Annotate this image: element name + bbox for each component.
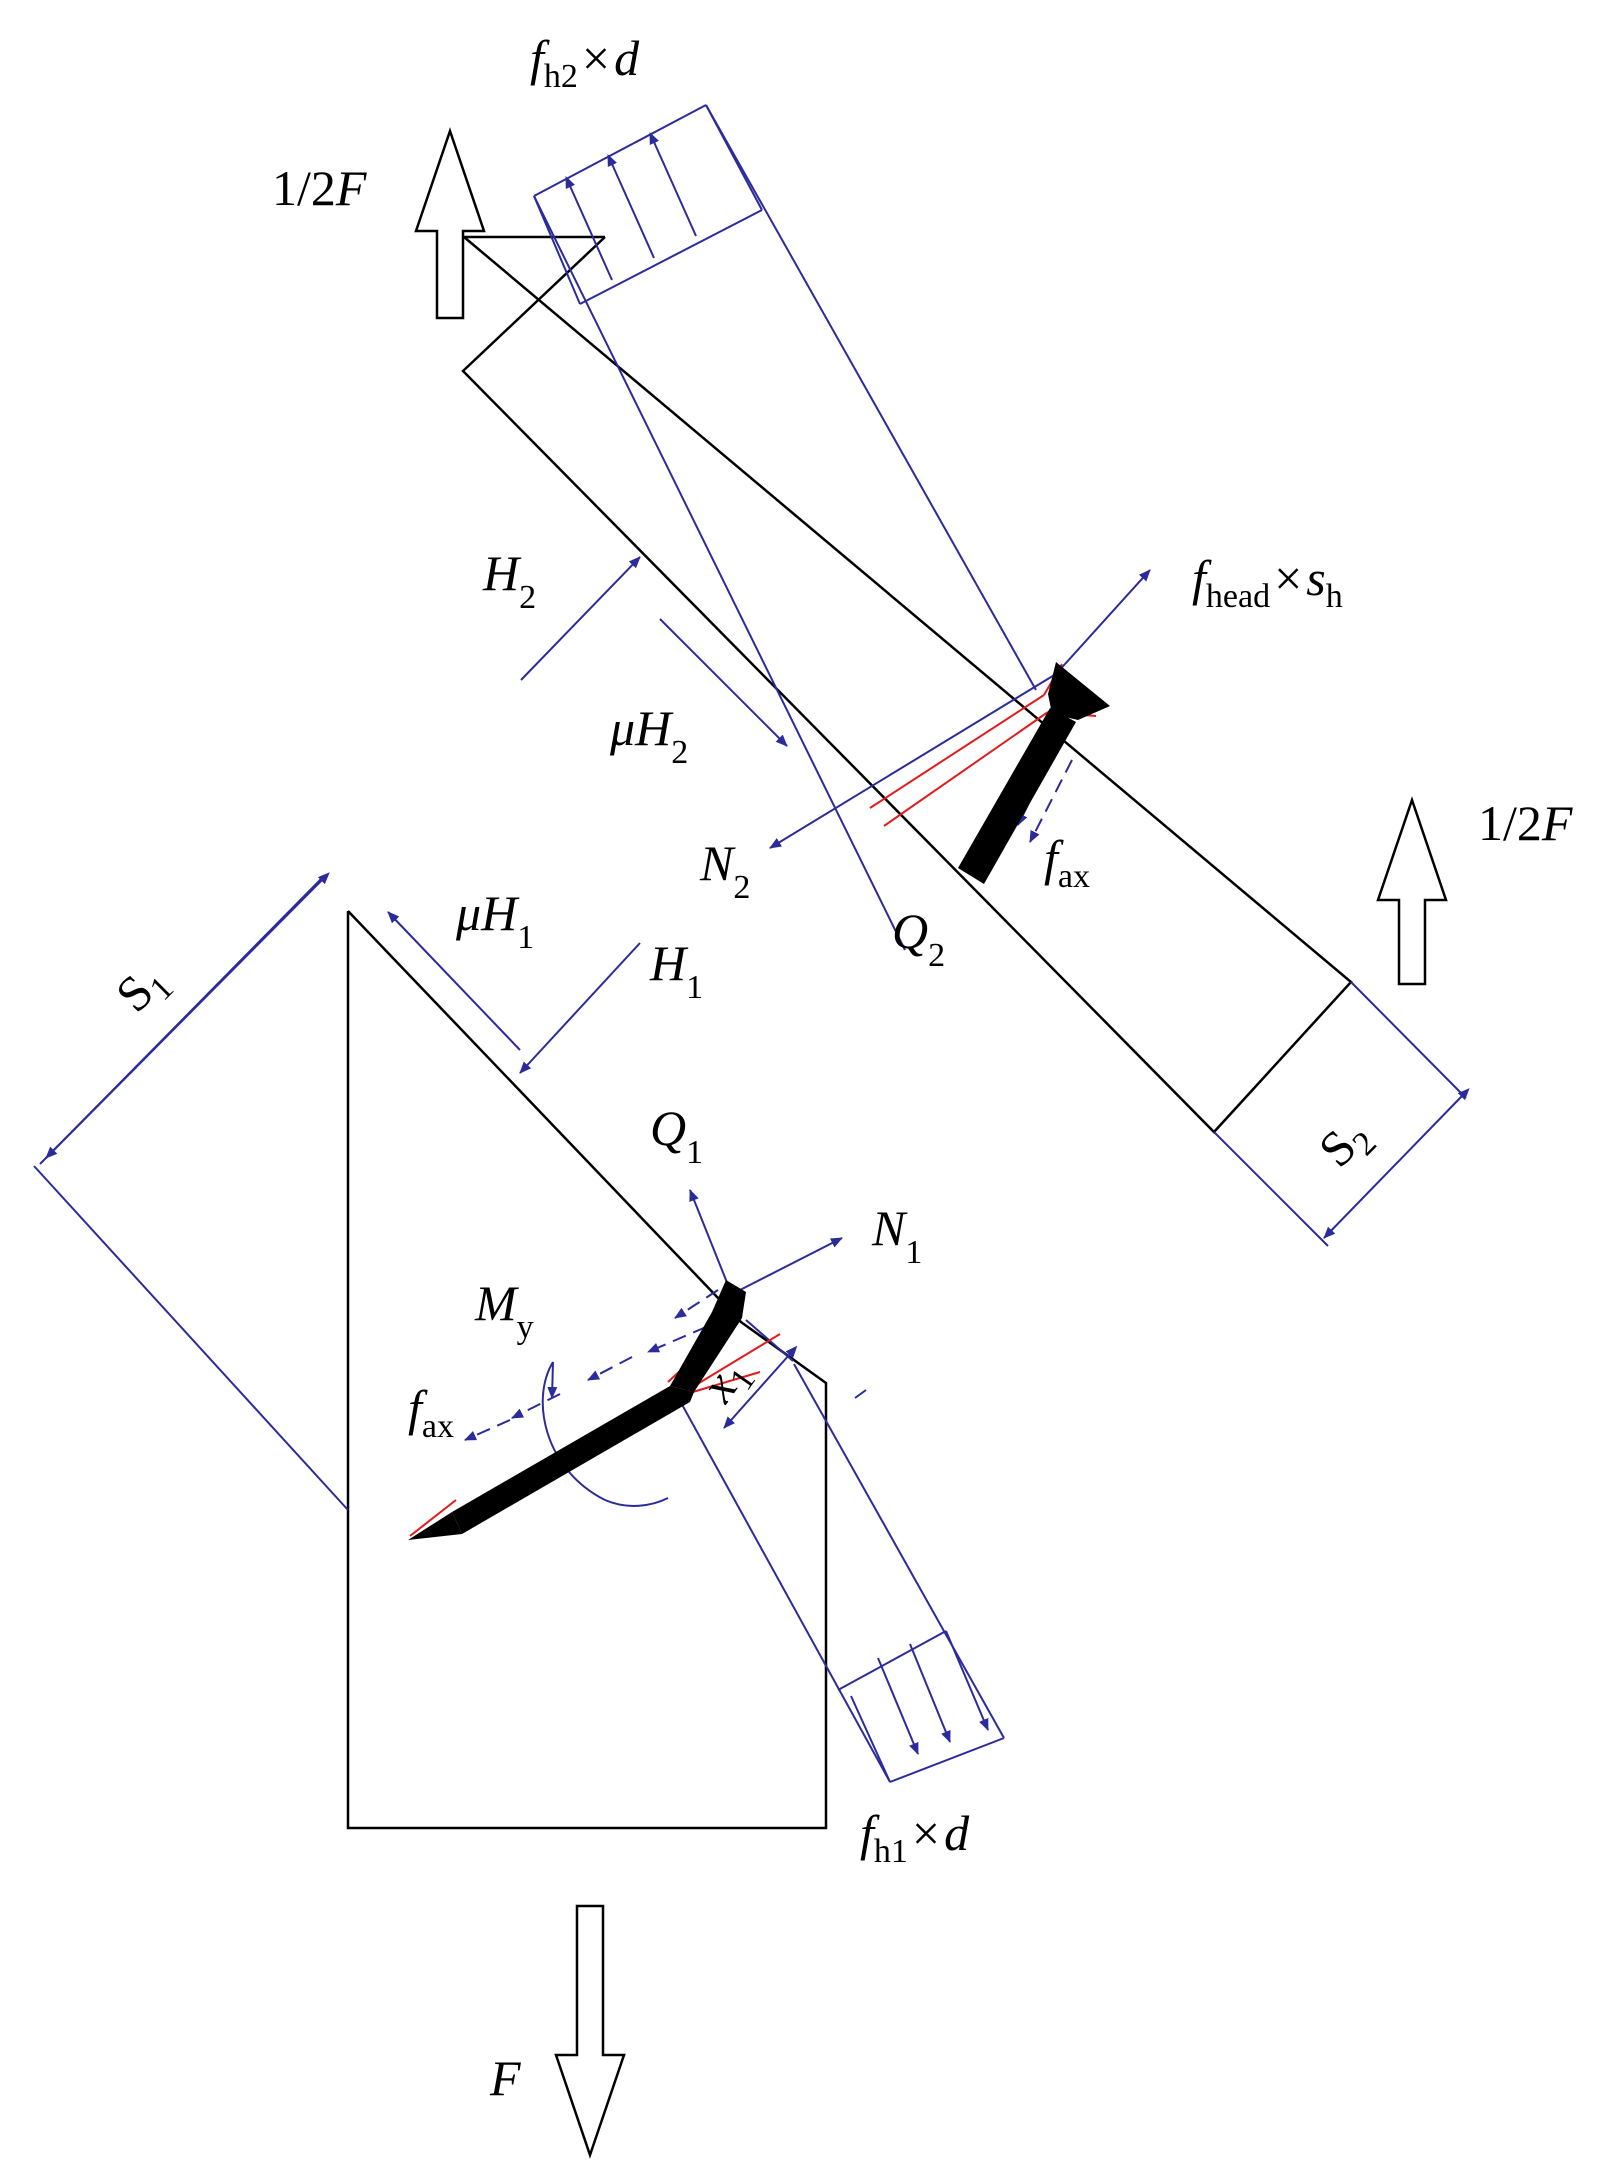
svg-text:μH1: μH1 — [455, 885, 534, 956]
svg-text:S1: S1 — [105, 951, 181, 1027]
hollow-up-arrow-icon — [1376, 796, 1448, 986]
svg-text:fax: fax — [408, 1380, 454, 1445]
label-fax-bottom: fax — [408, 1380, 454, 1445]
svg-text:fh1×d: fh1×d — [860, 1805, 970, 1870]
label-mu-h2: μH2 — [609, 700, 688, 771]
label-fhead-sh: fhead×sh — [1192, 550, 1343, 615]
label-half-f-top: 1/2F — [272, 160, 367, 216]
label-mu-h1: μH1 — [455, 885, 534, 956]
label-s1: S1 — [105, 951, 181, 1027]
lower-screw — [408, 1280, 746, 1540]
force-lines — [33, 104, 1470, 1783]
label-s2: S2 — [1308, 1106, 1384, 1182]
svg-text:fhead×sh: fhead×sh — [1192, 550, 1343, 615]
hollow-up-arrow-icon — [414, 127, 486, 320]
lower-vertical-member — [346, 910, 828, 1830]
upper-inclined-member — [461, 235, 1353, 1134]
svg-text:My: My — [474, 1275, 534, 1346]
hollow-down-arrow-icon — [554, 1904, 626, 2159]
svg-text:Q2: Q2 — [892, 903, 945, 974]
svg-text:fh2×d: fh2×d — [530, 30, 640, 95]
label-half-f-right: 1/2F — [1478, 795, 1573, 851]
label-q2: Q2 — [892, 903, 945, 974]
label-n1: N1 — [871, 1200, 922, 1271]
label-h2: H2 — [482, 545, 536, 616]
svg-text:1/2F: 1/2F — [1478, 795, 1573, 851]
svg-text:fax: fax — [1044, 830, 1090, 895]
label-h1: H1 — [649, 935, 703, 1006]
hidden-screw-edges — [409, 663, 1097, 1537]
label-fh2-d: fh2×d — [530, 30, 640, 95]
svg-text:N2: N2 — [699, 835, 750, 906]
label-my: My — [474, 1275, 534, 1346]
svg-text:μH2: μH2 — [609, 700, 688, 771]
svg-text:1/2F: 1/2F — [272, 160, 367, 216]
upper-screw — [958, 662, 1110, 884]
svg-text:H2: H2 — [482, 545, 536, 616]
label-fax-top: fax — [1044, 830, 1090, 895]
svg-text:S2: S2 — [1308, 1106, 1384, 1182]
label-fh1-d: fh1×d — [860, 1805, 970, 1870]
label-f-bottom: F — [489, 2050, 521, 2106]
svg-text:N1: N1 — [871, 1200, 922, 1271]
svg-text:H1: H1 — [649, 935, 703, 1006]
svg-text:Q1: Q1 — [650, 1100, 703, 1171]
label-n2: N2 — [699, 835, 750, 906]
label-q1: Q1 — [650, 1100, 703, 1171]
svg-text:F: F — [489, 2050, 521, 2106]
